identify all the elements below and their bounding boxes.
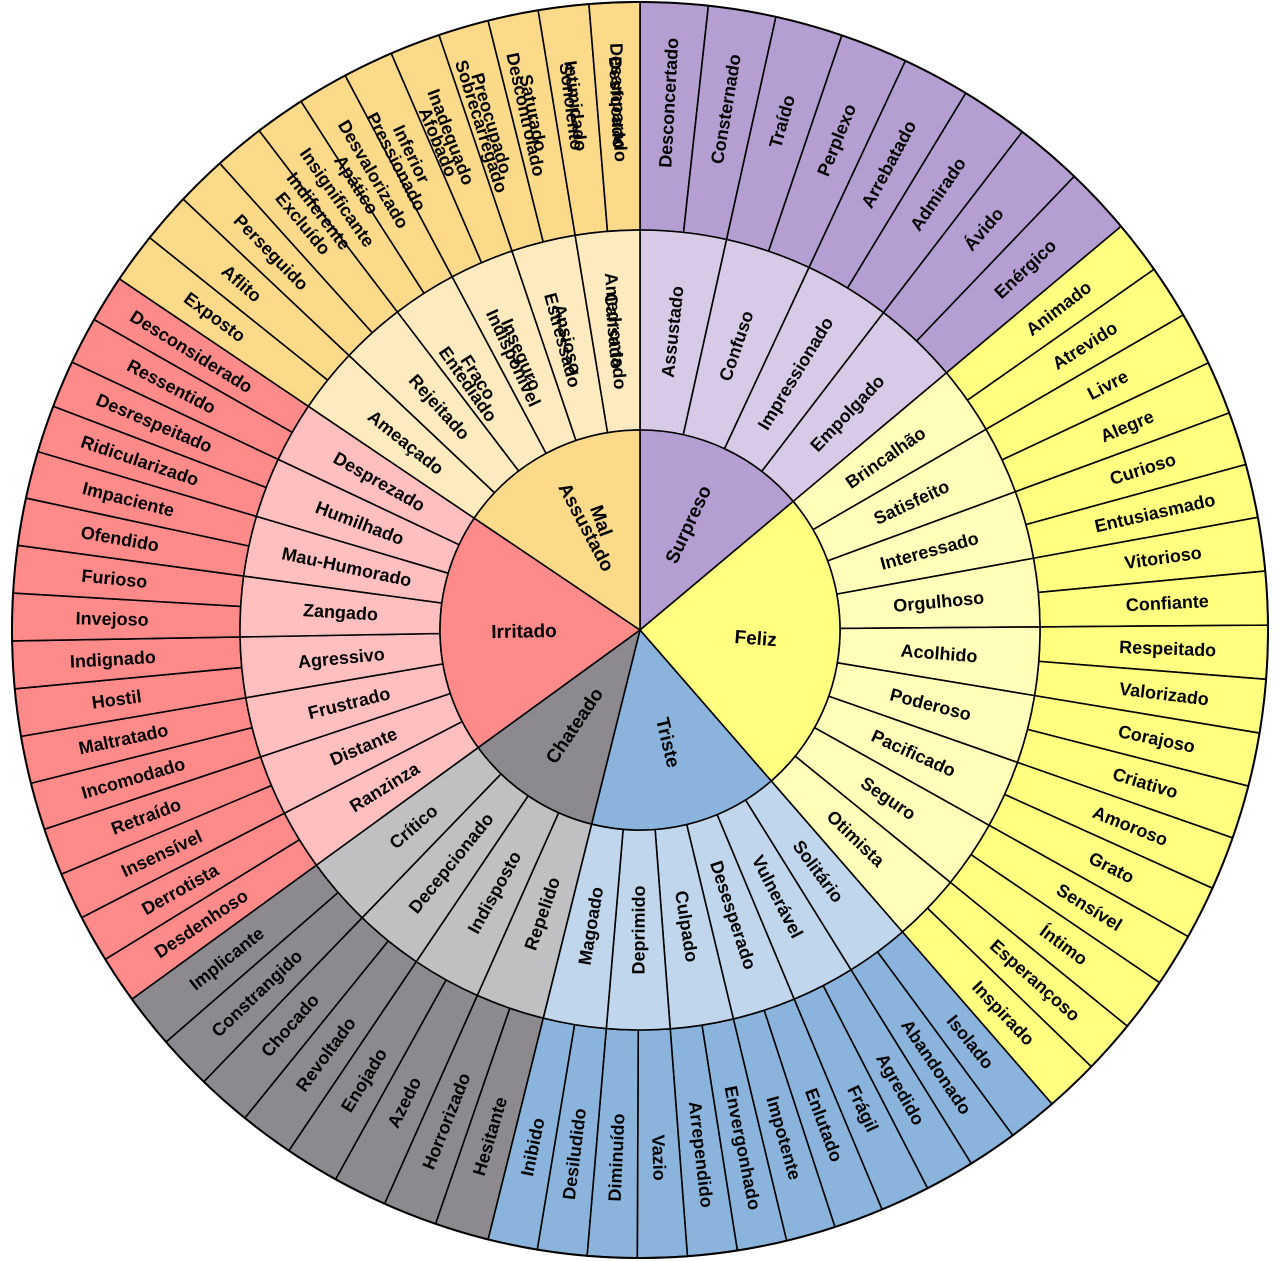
outer-label-invejoso: Invejoso xyxy=(75,608,148,630)
outer-label-respeitado: Respeitado xyxy=(1119,637,1217,660)
outer-label-vazio: Vazio xyxy=(648,1134,670,1181)
core-label-feliz: Feliz xyxy=(734,627,778,651)
core-segment-feliz xyxy=(638,500,841,783)
outer-label-indignado: Indignado xyxy=(69,647,156,672)
core-segment-chateado xyxy=(477,628,642,826)
outer-label-confiante: Confiante xyxy=(1125,591,1209,615)
core-segment-triste xyxy=(590,628,773,831)
middle-label-deprimido: Deprimido xyxy=(628,885,648,974)
core-label-irritado: Irritado xyxy=(491,621,557,643)
wheel-outer-border xyxy=(11,1,1269,1259)
middle-label-zangado: Zangado xyxy=(302,600,378,624)
outer-label-desfocado: Desfocado xyxy=(605,56,629,149)
core-segment-assustado xyxy=(473,429,641,632)
core-segment-irritado xyxy=(439,517,642,749)
outer-label-desamparado: Desamparado xyxy=(606,43,631,163)
core-segment-surpreso xyxy=(639,429,795,632)
outer-label-diminuido: Diminuído xyxy=(605,1113,629,1202)
